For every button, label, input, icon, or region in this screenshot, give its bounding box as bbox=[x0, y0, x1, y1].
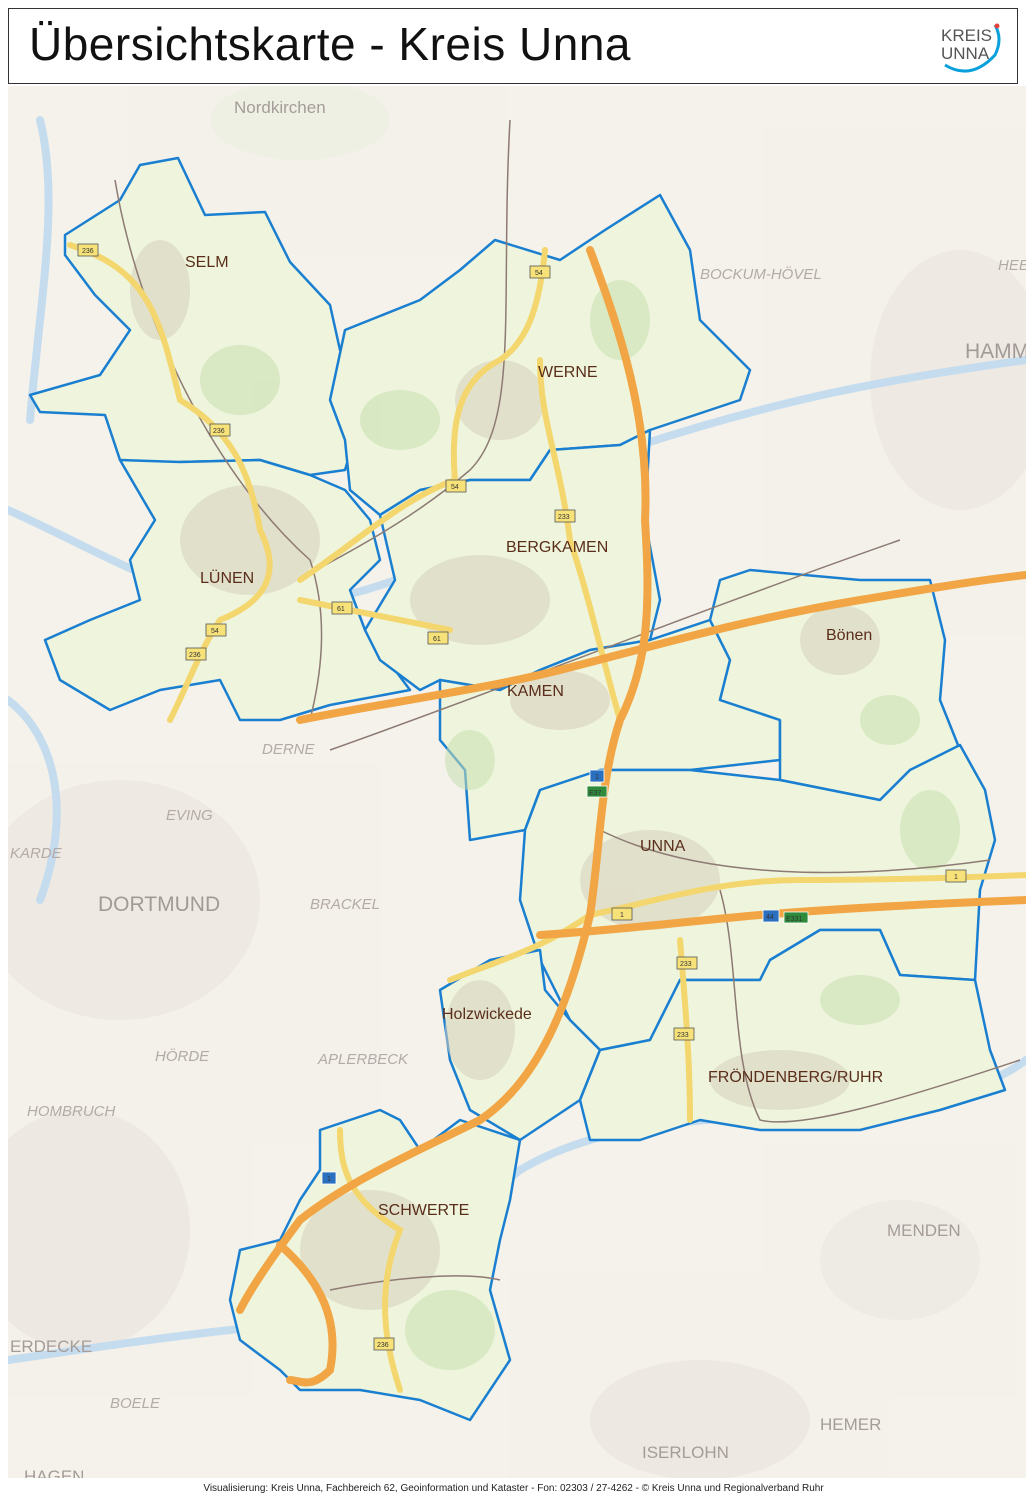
svg-text:236: 236 bbox=[377, 1342, 389, 1349]
svg-text:E331: E331 bbox=[786, 916, 802, 923]
svg-text:1: 1 bbox=[327, 1176, 331, 1183]
map-svg: 236 54 236 54 233 61 61 54 236 1 E37 1 1… bbox=[0, 80, 1027, 1486]
label-holzwickede[interactable]: Holzwickede bbox=[442, 1006, 532, 1023]
svg-text:1: 1 bbox=[954, 874, 958, 881]
label-dortmund: DORTMUND bbox=[98, 893, 220, 916]
road-shield: 233 bbox=[554, 509, 576, 523]
label-hagen: HAGEN bbox=[24, 1467, 84, 1478]
svg-text:54: 54 bbox=[451, 484, 459, 491]
urban-areas bbox=[130, 240, 880, 1310]
road-shield: 44 bbox=[762, 909, 780, 923]
label-froendenberg[interactable]: FRÖNDENBERG/RUHR bbox=[708, 1068, 883, 1086]
label-boenen[interactable]: Bönen bbox=[826, 627, 872, 644]
road-shield: 1 bbox=[321, 1171, 337, 1185]
road-shield: E37 bbox=[586, 785, 608, 798]
svg-text:1: 1 bbox=[620, 912, 624, 919]
page-title: Übersichtskarte - Kreis Unna bbox=[29, 18, 631, 70]
svg-text:233: 233 bbox=[677, 1032, 689, 1039]
label-hamm: HAMM bbox=[965, 340, 1026, 363]
road-shield: 236 bbox=[373, 1337, 395, 1351]
label-herdecke: ERDECKE bbox=[10, 1337, 92, 1356]
label-iserlohn: ISERLOHN bbox=[642, 1443, 729, 1462]
label-kamen[interactable]: KAMEN bbox=[507, 683, 564, 700]
municipality-labels: SELM WERNE BERGKAMEN LÜNEN Bönen KAMEN U… bbox=[185, 254, 883, 1219]
svg-text:E37: E37 bbox=[589, 790, 602, 797]
map-header: Übersichtskarte - Kreis Unna KREIS UNNA bbox=[8, 8, 1018, 84]
road-shields: 236 54 236 54 233 61 61 54 236 1 E37 1 1… bbox=[77, 243, 967, 1351]
label-luenen[interactable]: LÜNEN bbox=[200, 569, 254, 587]
label-hemer: HEMER bbox=[820, 1415, 881, 1434]
svg-text:44: 44 bbox=[766, 914, 774, 921]
logo-swoosh-icon bbox=[944, 24, 1001, 73]
logo-line1: KREIS bbox=[941, 26, 992, 45]
label-bergkamen[interactable]: BERGKAMEN bbox=[506, 539, 608, 556]
road-shield: E331 bbox=[783, 911, 809, 924]
label-hoerde: HÖRDE bbox=[155, 1047, 210, 1065]
label-schwerte[interactable]: SCHWERTE bbox=[378, 1202, 469, 1219]
road-shield: 1 bbox=[945, 869, 967, 883]
road-shield: 233 bbox=[673, 1027, 695, 1041]
svg-text:54: 54 bbox=[535, 270, 543, 277]
district-labels: BOCKUM-HÖVEL DERNE EVING BRACKEL HÖRDE A… bbox=[10, 257, 1027, 1412]
forest-areas bbox=[200, 280, 960, 1370]
svg-text:61: 61 bbox=[337, 606, 345, 613]
logo-dot-icon bbox=[994, 23, 1000, 29]
map-canvas[interactable]: 236 54 236 54 233 61 61 54 236 1 E37 1 1… bbox=[0, 80, 1027, 1486]
label-derne: DERNE bbox=[262, 741, 316, 758]
label-menden: MENDEN bbox=[887, 1221, 961, 1240]
road-shield: 54 bbox=[445, 479, 467, 493]
label-werne[interactable]: WERNE bbox=[538, 364, 598, 381]
label-hee: HEE bbox=[998, 257, 1026, 274]
label-nordkirchen: Nordkirchen bbox=[234, 98, 326, 117]
label-bockum-hoevel: BOCKUM-HÖVEL bbox=[700, 265, 822, 283]
svg-text:236: 236 bbox=[82, 248, 94, 255]
road-shield: 236 bbox=[77, 243, 99, 257]
svg-text:233: 233 bbox=[680, 961, 692, 968]
road-shield: 236 bbox=[209, 423, 231, 437]
label-hombruch: HOMBRUCH bbox=[27, 1103, 115, 1120]
svg-text:1: 1 bbox=[595, 774, 599, 781]
road-shield: 236 bbox=[185, 647, 207, 661]
label-brackel: BRACKEL bbox=[310, 896, 380, 913]
label-karde: KARDE bbox=[10, 845, 63, 862]
canal-west bbox=[4, 696, 61, 904]
road-shield: 54 bbox=[205, 623, 227, 637]
road-shield: 1 bbox=[611, 907, 633, 921]
road-shield: 61 bbox=[427, 631, 449, 645]
logo-line2: UNNA bbox=[941, 44, 990, 63]
motorways bbox=[236, 246, 1027, 1387]
dortmund-ems-canal bbox=[26, 116, 53, 424]
label-eving: EVING bbox=[166, 807, 213, 824]
map-footer-credits: Visualisierung: Kreis Unna, Fachbereich … bbox=[203, 1483, 824, 1494]
road-shield: 61 bbox=[331, 601, 353, 615]
label-selm[interactable]: SELM bbox=[185, 254, 229, 271]
ruhr-west bbox=[4, 1326, 234, 1364]
road-shield: 1 bbox=[589, 769, 605, 783]
road-shield: 54 bbox=[529, 265, 551, 279]
label-aplerbeck: APLERBECK bbox=[317, 1051, 409, 1068]
svg-text:54: 54 bbox=[211, 628, 219, 635]
svg-text:61: 61 bbox=[433, 636, 441, 643]
label-unna[interactable]: UNNA bbox=[640, 838, 686, 855]
label-boele: BOELE bbox=[110, 1395, 161, 1412]
kreis-unna-logo: KREIS UNNA bbox=[941, 23, 1001, 73]
city-labels: DORTMUND HAMM MENDEN HEMER ISERLOHN HAGE… bbox=[10, 98, 1027, 1486]
svg-text:236: 236 bbox=[213, 428, 225, 435]
svg-text:236: 236 bbox=[189, 652, 201, 659]
road-shield: 233 bbox=[676, 956, 698, 970]
district-werne bbox=[328, 193, 752, 517]
svg-text:233: 233 bbox=[558, 514, 570, 521]
